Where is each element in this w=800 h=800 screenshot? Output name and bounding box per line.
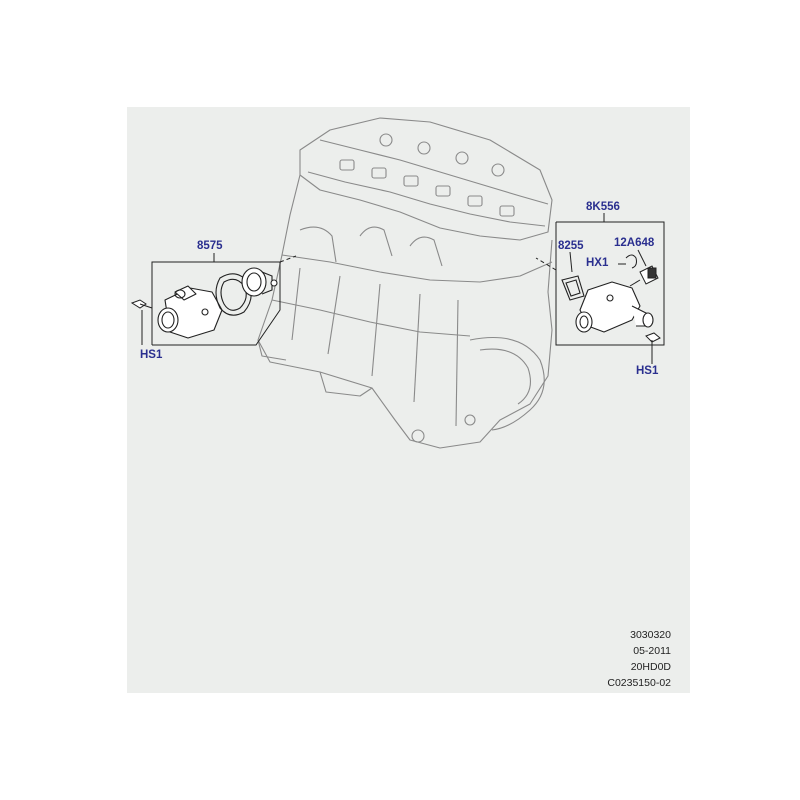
thermostat [241,267,278,297]
bolt-right [645,332,661,364]
illustration-id: C0235150-02 [607,677,671,689]
engine-code: 20HD0D [630,661,671,673]
diagram-panel [127,107,690,693]
bolt-left [130,299,153,345]
outlet-assembly-bracket [535,213,665,346]
callout-bolt-right: HS1 [636,365,659,377]
callout-gasket: 8255 [558,240,584,252]
drawing-date: 05-2011 [633,645,671,657]
outlet-gasket [561,275,585,301]
temperature-sensor [629,265,659,287]
retaining-clip [625,254,637,269]
drawing-number: 3030320 [630,629,671,641]
engine-block [257,117,553,449]
thermostat-gasket [215,273,252,316]
water-outlet-housing [575,281,654,333]
thermostat-kit-bracket [151,253,297,346]
callout-sensor: 12A648 [614,237,655,249]
callout-outlet-assembly: 8K556 [586,201,620,213]
callout-clip: HX1 [586,257,609,269]
callout-bolt-left: HS1 [140,349,163,361]
thermostat-housing [157,285,223,339]
callout-thermostat-kit: 8575 [197,240,223,252]
